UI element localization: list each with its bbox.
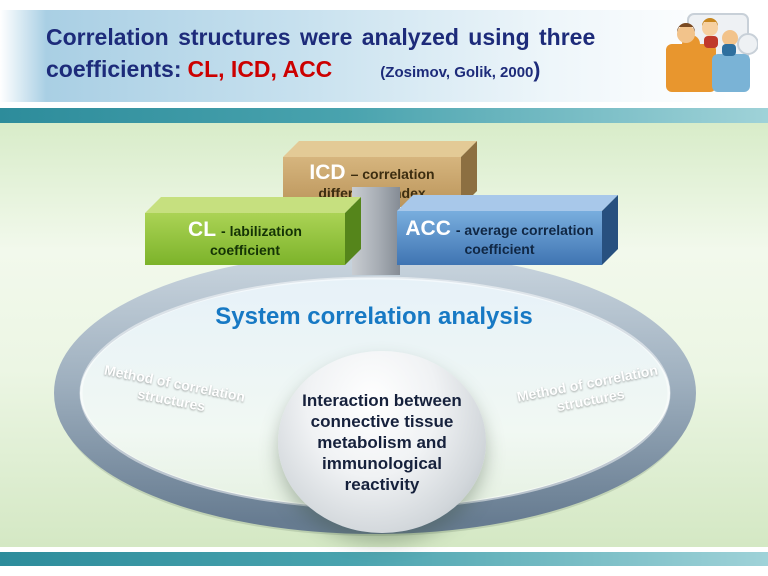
- sphere-text: Interaction between connective tissue me…: [302, 390, 462, 494]
- acc-box-front-face: ACC- average correlation coefficient: [397, 211, 602, 265]
- cl-box: CL- labilization coefficient: [145, 197, 361, 265]
- ring-title: System correlation analysis: [215, 303, 533, 330]
- top-divider-bar: [0, 108, 768, 123]
- cl-box-front-face: CL- labilization coefficient: [145, 213, 345, 265]
- acc-abbr: ACC: [405, 217, 451, 240]
- bottom-divider-bar: [0, 552, 768, 566]
- title-coefficients: CL, ICD, ACC: [187, 56, 333, 82]
- title-line1: Correlation structures were analyzed usi…: [46, 24, 596, 50]
- acc-box-top-face: [397, 195, 618, 211]
- icd-box-top-face: [283, 141, 477, 157]
- center-sphere: Interaction between connective tissue me…: [278, 351, 486, 533]
- acc-label: - average correlation coefficient: [455, 222, 594, 257]
- cl-abbr: CL: [188, 218, 217, 241]
- cl-box-text: CL- labilization coefficient: [153, 218, 337, 260]
- slide-header: Correlation structures were analyzed usi…: [0, 10, 768, 102]
- slide-title: Correlation structures were analyzed usi…: [46, 22, 595, 89]
- acc-box-text: ACC- average correlation coefficient: [405, 217, 594, 259]
- puzzle-clipart-graphic: [666, 13, 759, 92]
- acc-box: ACC- average correlation coefficient: [397, 195, 618, 265]
- diagram-area: System correlation analysis ICD– correla…: [0, 123, 768, 547]
- puzzle-children-clipart: [658, 8, 759, 102]
- title-prefix: coefficients:: [46, 56, 182, 82]
- citation-text: (Zosimov, Golik, 2000: [380, 64, 534, 81]
- title-line2: coefficients:CL, ICD, ACC (Zosimov, Golik…: [46, 53, 595, 89]
- cl-box-top-face: [145, 197, 361, 213]
- citation-close-paren: ): [533, 59, 541, 82]
- icd-abbr: ICD: [309, 161, 346, 184]
- cl-label: - labilization coefficient: [209, 223, 302, 258]
